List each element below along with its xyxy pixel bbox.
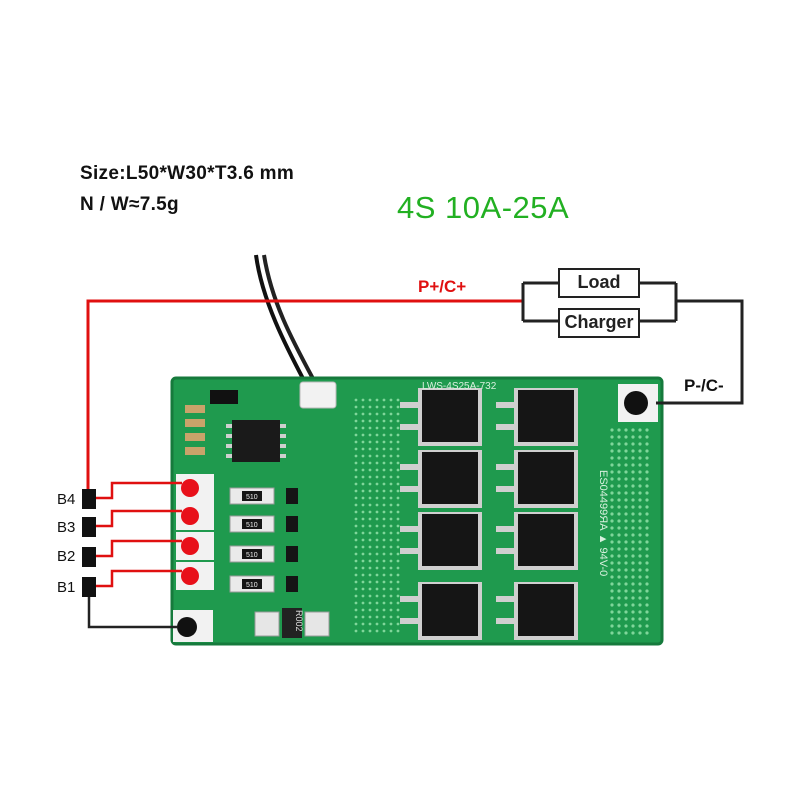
mosfet-icon <box>400 582 482 640</box>
mosfet-icon <box>496 582 578 640</box>
mosfet-icon <box>400 512 482 570</box>
capacitor-row <box>185 390 238 455</box>
balance-pad-1 <box>181 507 199 525</box>
shunt-silk: R002 <box>294 610 304 632</box>
sensor-cable-icon <box>254 254 320 389</box>
resistor-code: 510 <box>246 494 258 501</box>
shunt-resistor <box>282 608 302 638</box>
page-title: 4S 10A-25A <box>397 190 570 225</box>
balance-label-b4: B4 <box>57 491 76 508</box>
board-side-silk: ES04499ЯА ▲ 94V-0 <box>597 470 609 576</box>
balance-pad-0 <box>181 479 199 497</box>
balance-connector-0 <box>82 489 96 509</box>
balance-wire-0 <box>96 481 182 500</box>
resistor-code: 510 <box>246 522 258 529</box>
balance-label-b1: B1 <box>57 579 76 596</box>
load-box: Load <box>558 268 640 298</box>
resistor-column: 510 510 510 510 <box>229 487 298 593</box>
balance-connector-3 <box>82 577 96 597</box>
balance-pad-2 <box>181 537 199 555</box>
load-charger-bracket <box>521 281 744 405</box>
balance-pad-3 <box>181 567 199 585</box>
connector-icon <box>299 381 337 409</box>
balance-connector-1 <box>82 517 96 537</box>
resistor-code: 510 <box>246 552 258 559</box>
resistor-0 <box>242 491 262 501</box>
charger-box: Charger <box>558 308 640 338</box>
mosfet-icon <box>400 450 482 508</box>
balance-wire-3 <box>96 569 182 588</box>
p-minus-terminal <box>624 391 648 415</box>
balance-label-b3: B3 <box>57 519 76 536</box>
mosfet-icon <box>496 512 578 570</box>
r-minus-terminal <box>177 617 197 637</box>
balance-wire-1 <box>96 509 182 528</box>
resistor-code: 510 <box>246 582 258 589</box>
mosfet-icon <box>496 388 578 446</box>
balance-label-b2: B2 <box>57 548 76 565</box>
negative-wire <box>87 592 177 629</box>
pcb-board: 510 510 510 510 LWS-4S25A-732 ES04499ЯА ▲ 9… <box>170 376 664 646</box>
chip-icon <box>226 420 286 462</box>
mosfet-icon <box>400 388 482 446</box>
balance-wire-2 <box>96 539 182 558</box>
positive-label: P+/C+ <box>418 277 467 296</box>
resistor-1 <box>242 519 262 529</box>
positive-wire <box>86 299 523 495</box>
spec-weight: N / W≈7.5g <box>80 194 179 215</box>
negative-label: P-/C- <box>684 376 724 395</box>
board-model-silk: LWS-4S25A-732 <box>422 381 497 392</box>
spec-size: Size:L50*W30*T3.6 mm <box>80 163 295 184</box>
balance-connector-2 <box>82 547 96 567</box>
resistor-2 <box>242 549 262 559</box>
resistor-3 <box>242 579 262 589</box>
mosfet-icon <box>496 450 578 508</box>
